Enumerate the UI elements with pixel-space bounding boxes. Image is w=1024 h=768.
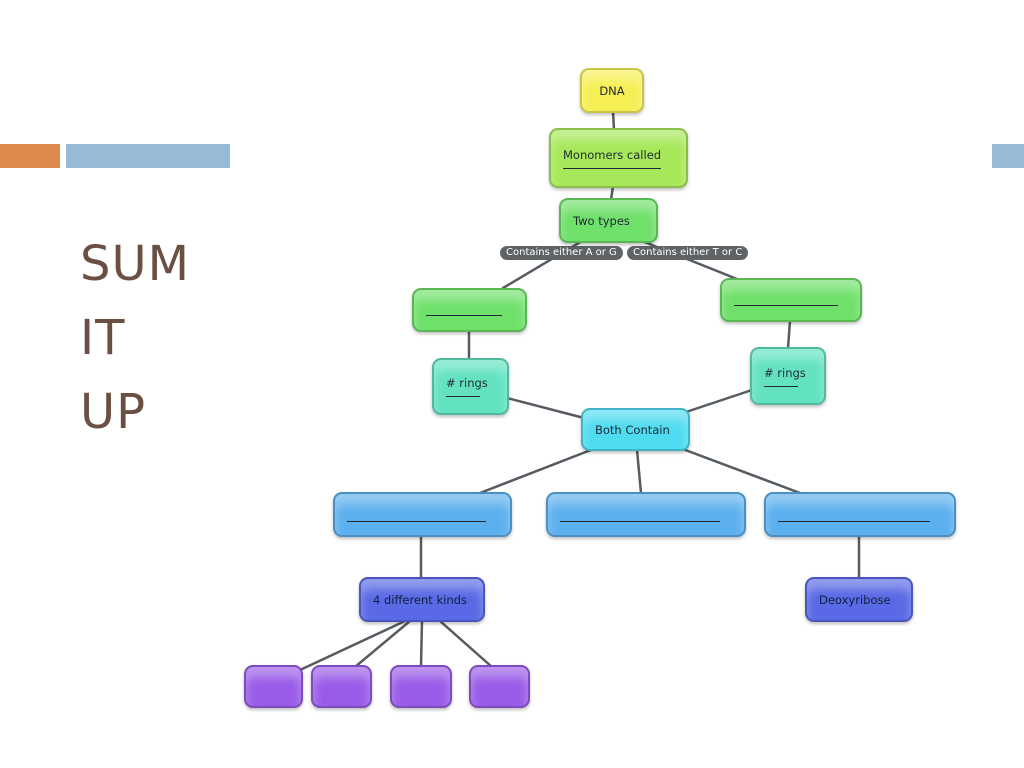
node-four-kinds-label: 4 different kinds — [373, 592, 467, 607]
node-monomers[interactable]: Monomers called — [549, 128, 688, 188]
node-dna-label: DNA — [599, 83, 625, 98]
blank-line-component-2 — [560, 521, 720, 522]
node-dna[interactable]: DNA — [580, 68, 644, 113]
node-rings-right-label: # rings — [764, 365, 806, 380]
blank-line-rings-left — [446, 396, 480, 397]
node-four-kinds[interactable]: 4 different kinds — [359, 577, 485, 622]
link-dna-monomers — [611, 110, 616, 132]
link-monomers-types — [609, 184, 615, 202]
link-kinds-base3 — [419, 619, 424, 668]
node-blank-base-4[interactable] — [469, 665, 530, 708]
blank-line-monomers — [563, 167, 661, 169]
node-blank-base-2[interactable] — [311, 665, 372, 708]
node-monomers-label: Monomers called — [563, 147, 662, 162]
link-kinds-base4 — [438, 619, 494, 669]
blank-line-pyrimidines — [734, 304, 838, 306]
blank-line-rings-right — [764, 385, 798, 387]
blank-line-purines — [426, 314, 502, 316]
node-blank-purines[interactable] — [412, 288, 527, 332]
accent-bar-blue — [66, 144, 230, 168]
link-rings-right-both — [684, 388, 754, 414]
node-blank-component-2[interactable] — [546, 492, 746, 537]
node-blank-base-1[interactable] — [244, 665, 303, 708]
title-line-1: SUM — [80, 236, 191, 292]
node-rings-left-label: # rings — [446, 376, 488, 390]
link-rings-left-both — [505, 396, 586, 420]
link-both-box2 — [635, 448, 643, 495]
node-rings-right[interactable]: # rings — [750, 347, 826, 405]
accent-bar-blue-right — [992, 144, 1024, 168]
node-two-types[interactable]: Two types — [559, 198, 658, 243]
link-both-box1 — [478, 446, 598, 495]
blank-line-component-1 — [347, 521, 486, 522]
link-pyrimidine-rings — [786, 319, 792, 350]
node-blank-pyrimidines[interactable] — [720, 278, 862, 322]
node-two-types-label: Two types — [573, 213, 630, 228]
node-deoxyribose[interactable]: Deoxyribose — [805, 577, 913, 622]
link-both-box3 — [678, 446, 802, 495]
link-kinds-base2 — [353, 619, 412, 669]
accent-bar-orange — [0, 144, 60, 168]
node-blank-component-3[interactable] — [764, 492, 956, 537]
node-deoxyribose-label: Deoxyribose — [819, 592, 891, 607]
node-rings-left[interactable]: # rings — [432, 358, 509, 415]
node-both-contain[interactable]: Both Contain — [581, 408, 690, 451]
node-blank-base-3[interactable] — [390, 665, 452, 708]
title-line-3: UP — [80, 384, 147, 440]
link-label-t-or-c: Contains either T or C — [627, 246, 749, 260]
node-both-contain-label: Both Contain — [595, 422, 670, 437]
link-kinds-base1 — [298, 619, 407, 672]
node-blank-component-1[interactable] — [333, 492, 512, 537]
title-line-2: IT — [80, 310, 126, 366]
blank-line-component-3 — [778, 521, 930, 522]
link-label-a-or-g: Contains either A or G — [500, 246, 623, 260]
